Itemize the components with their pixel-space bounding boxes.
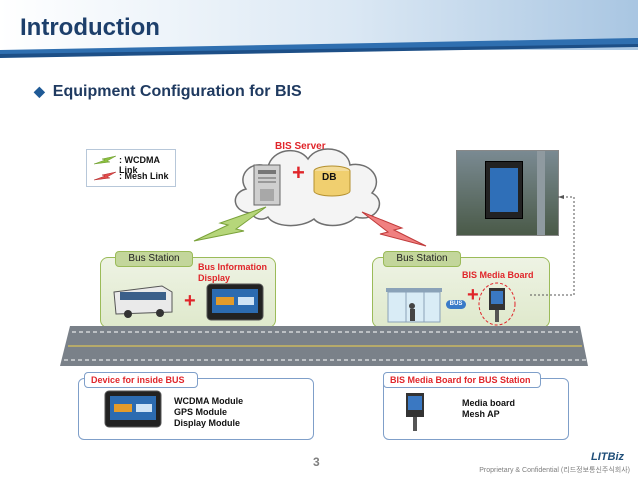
left-station-tab: Bus Station — [115, 251, 193, 267]
photo-pointer-line — [528, 195, 575, 296]
bus-info-display-label: Bus Information Display — [198, 262, 267, 283]
media-board-icon — [478, 282, 516, 326]
mesh-link-icon — [93, 171, 117, 181]
bis-server-cloud — [234, 148, 380, 227]
bus-shelter-icon — [386, 288, 442, 323]
db-label: DB — [322, 172, 337, 183]
panel-right-item: Media board — [462, 398, 516, 408]
panel-right-title: BIS Media Board for BUS Station — [383, 372, 541, 388]
page-title: Introduction — [20, 14, 160, 41]
bis-server-label: BIS Server — [275, 141, 326, 152]
wcdma-link-icon — [93, 155, 117, 165]
bus-icon — [113, 285, 173, 318]
link-legend: : WCDMA Link : Mesh Link — [86, 149, 176, 187]
wcdma-link-right — [361, 211, 427, 247]
photo-kiosk — [485, 161, 523, 219]
bus-info-display-icon — [206, 283, 264, 321]
bis-media-board-label: BIS Media Board — [462, 270, 534, 280]
media-board-small-icon — [406, 393, 424, 431]
panel-left-item: WCDMA Module — [174, 396, 244, 406]
photo-pole — [537, 151, 545, 235]
title-bar-graphic — [0, 0, 638, 58]
panel-right-item: Mesh AP — [462, 409, 500, 419]
bullet-text: Equipment Configuration for BIS — [52, 83, 302, 100]
panel-left-title: Device for inside BUS — [84, 372, 198, 388]
title-bar — [0, 0, 638, 58]
panel-right-list: Media board Mesh AP — [462, 398, 515, 420]
wcdma-link-left — [193, 206, 267, 242]
in-bus-device-icon — [104, 390, 162, 428]
diamond-bullet-icon: ◆ — [34, 83, 45, 99]
bus-sign: BUS — [446, 300, 466, 309]
right-station-tab: Bus Station — [383, 251, 461, 267]
panel-left-item: GPS Module — [174, 407, 228, 417]
company-logo-text: LITBiz — [591, 451, 624, 463]
page-number: 3 — [313, 455, 320, 469]
database-icon — [313, 165, 351, 197]
right-plus-icon: + — [467, 284, 479, 306]
server-plus-icon: + — [292, 160, 305, 185]
road — [60, 326, 588, 366]
panel-left-list: WCDMA Module GPS Module Display Module — [174, 396, 243, 429]
legend-wcdma-label: : WCDMA Link — [119, 155, 160, 175]
photo-kiosk-screen — [490, 168, 518, 212]
media-board-photo — [456, 150, 559, 236]
panel-left-item: Display Module — [174, 418, 241, 428]
confidential-note: Proprietary & Confidential (리드정보통신주식회사) — [479, 467, 630, 474]
left-plus-icon: + — [184, 290, 196, 312]
server-icon — [253, 164, 281, 206]
bullet-heading: ◆ Equipment Configuration for BIS — [34, 83, 302, 101]
legend-mesh-label: : Mesh Link — [119, 171, 169, 181]
